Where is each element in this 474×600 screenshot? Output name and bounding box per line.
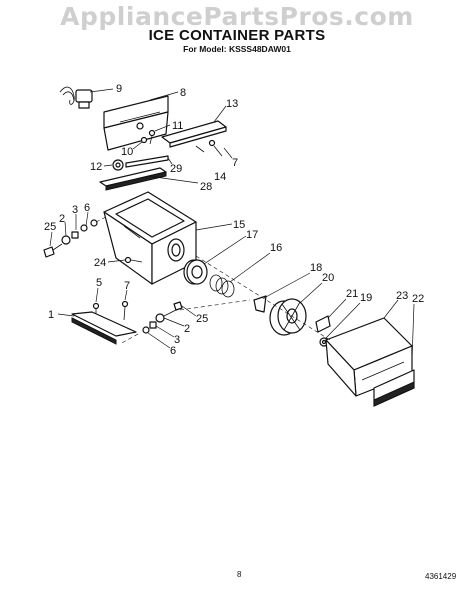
callout-21: 21 (346, 288, 358, 300)
part-bracket-screws (132, 124, 171, 150)
callout-16: 16 (270, 242, 282, 254)
part-right-fastener-stack (119, 301, 197, 349)
callout-25-right: 25 (196, 313, 208, 325)
part-spring (209, 252, 271, 298)
model-subtitle: For Model: KSSS48DAW01 (183, 44, 291, 54)
callout-15: 15 (233, 219, 245, 231)
callout-14: 14 (214, 171, 226, 183)
callout-23: 23 (396, 290, 408, 302)
callout-6-right: 6 (170, 345, 176, 357)
callout-10: 10 (121, 146, 133, 158)
part-lower-rail (57, 311, 137, 345)
part-screw-lower (121, 289, 129, 321)
page-number: 8 (237, 570, 242, 579)
callout-5: 5 (96, 277, 102, 289)
callout-9: 9 (116, 83, 122, 95)
callout-labels: 9 8 13 11 10 7 12 29 14 28 6 3 2 25 15 1… (44, 83, 424, 357)
callout-24: 24 (94, 257, 106, 269)
callout-7-upper: 7 (232, 157, 238, 169)
part-drive-shaft (125, 155, 173, 168)
part-screw-24 (107, 256, 143, 264)
page-title: ICE CONTAINER PARTS (148, 27, 326, 44)
callout-29: 29 (170, 163, 182, 175)
part-retainer (315, 298, 347, 333)
callout-2-right: 2 (184, 323, 190, 335)
part-rail (99, 167, 199, 191)
part-clip (253, 272, 311, 313)
callout-1: 1 (48, 309, 54, 321)
document-number: 4361429 (425, 572, 457, 581)
callout-6-left: 6 (84, 202, 90, 214)
callout-12: 12 (90, 161, 102, 173)
callout-17: 17 (246, 229, 258, 241)
callout-22: 22 (412, 293, 424, 305)
part-screw-upper (195, 139, 233, 159)
callout-19: 19 (360, 292, 372, 304)
assembly-axis (179, 255, 331, 341)
callout-13: 13 (226, 98, 238, 110)
callout-2-left: 2 (59, 213, 65, 225)
part-auger-motor (59, 86, 114, 109)
callout-3-left: 3 (72, 204, 78, 216)
part-left-fastener-stack (43, 211, 117, 258)
part-ice-container-housing (103, 191, 233, 285)
callout-3-right: 3 (174, 334, 180, 346)
callout-18: 18 (310, 262, 322, 274)
part-front-panel (373, 303, 415, 407)
part-nut (103, 159, 124, 171)
callout-25-left: 25 (44, 221, 56, 233)
part-door-housing (325, 299, 413, 397)
callout-11: 11 (172, 120, 183, 132)
part-mounting-bracket (103, 91, 179, 151)
part-cover-plate (161, 105, 227, 148)
callout-7-lower: 7 (124, 280, 130, 292)
callout-20: 20 (322, 272, 334, 284)
part-bearing-ring (183, 235, 247, 285)
callout-28: 28 (200, 181, 212, 193)
callout-8: 8 (180, 87, 186, 99)
watermark: AppliancePartsPros.com (60, 2, 414, 31)
